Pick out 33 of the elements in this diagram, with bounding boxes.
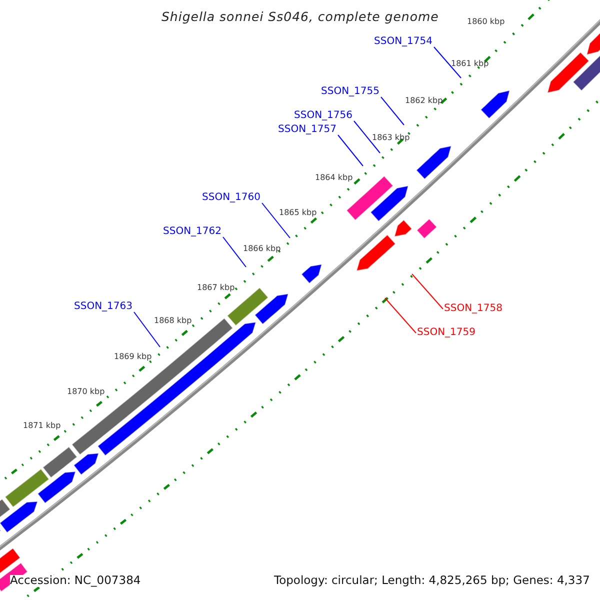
scale-label: 1869 kbp — [114, 353, 152, 361]
scale-label: 1867 kbp — [197, 284, 235, 292]
gene-label: SSON_1763 — [74, 302, 132, 312]
leader-line — [354, 120, 380, 154]
gene-label: SSON_1760 — [202, 193, 260, 203]
leader-line — [384, 298, 416, 334]
gene-label: SSON_1754 — [374, 37, 432, 47]
scale-label: 1870 kbp — [67, 388, 105, 396]
scale-label: 1862 kbp — [405, 97, 443, 105]
leader-line — [262, 202, 290, 238]
leader-line — [338, 134, 364, 166]
scale-label: 1861 kbp — [451, 60, 489, 68]
leader-line — [412, 274, 444, 310]
gene-label: SSON_1755 — [321, 87, 380, 97]
leader-line — [434, 46, 462, 78]
scale-label: 1860 kbp — [467, 18, 505, 26]
leader-line — [222, 236, 246, 268]
gene-label: SSON_1757 — [278, 125, 336, 135]
scale-label: 1863 kbp — [372, 134, 410, 142]
accession-text: Accession: NC_007384 — [10, 575, 141, 586]
genome-title: Shigella sonnei Ss046, complete genome — [162, 11, 439, 24]
scale-label: 1871 kbp — [23, 422, 61, 430]
scale-label: 1866 kbp — [243, 245, 281, 253]
scale-label: 1864 kbp — [315, 174, 353, 182]
scale-label: 1868 kbp — [154, 317, 192, 325]
gene-label: SSON_1756 — [294, 111, 352, 121]
genome-summary-text: Topology: circular; Length: 4,825,265 bp; Genes: 4,337 — [274, 575, 590, 586]
leader-line — [134, 312, 160, 348]
leader-line — [380, 96, 404, 126]
scale-label: 1865 kbp — [279, 209, 317, 217]
gene-label: SSON_1759 — [417, 328, 476, 338]
gene-label: SSON_1758 — [444, 304, 502, 314]
gene-label: SSON_1762 — [163, 227, 222, 237]
